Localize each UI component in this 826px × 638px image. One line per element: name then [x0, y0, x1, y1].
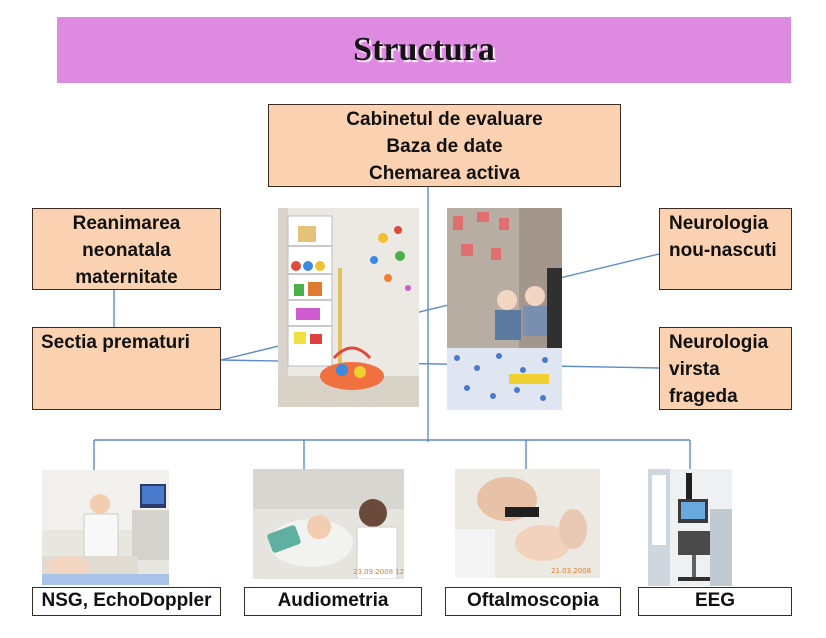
premature-section-box: Sectia prematuri	[32, 327, 221, 410]
database-label: Baza de date	[386, 136, 503, 157]
nsg-echodoppler-box: NSG, EchoDoppler	[32, 587, 221, 616]
oftalmoscopia-box: Oftalmoscopia	[445, 587, 621, 616]
title-banner: Structura	[57, 17, 791, 83]
photo-audiometria: 23.09.2008 12:14	[253, 469, 404, 579]
photo-oftalmoscopia: 21.03.2008	[455, 469, 600, 578]
neonatal-resuscitation-label-2: neonatala	[82, 240, 171, 261]
svg-text:23.09.2008 12:14: 23.09.2008 12:14	[353, 568, 404, 576]
evaluation-cabinet-label: Cabinetul de evaluare	[346, 109, 543, 130]
nsg-echodoppler-label: NSG, EchoDoppler	[41, 590, 212, 611]
page-title: Structura	[353, 31, 495, 68]
neonatal-resuscitation-label-3: maternitate	[75, 267, 178, 288]
eeg-box: EEG	[638, 587, 792, 616]
photo-eeg	[648, 469, 732, 586]
photo-toy-room	[278, 208, 419, 407]
photo-nsg-echodoppler	[42, 470, 169, 585]
early-age-neurology-label-2: virsta	[669, 359, 720, 380]
photo-babies	[447, 208, 562, 410]
oftalmoscopia-label: Oftalmoscopia	[467, 590, 599, 611]
svg-text:21.03.2008: 21.03.2008	[551, 567, 591, 575]
newborn-neurology-label-1: Neurologia	[669, 213, 769, 234]
active-recall-label: Chemarea activa	[368, 163, 521, 184]
newborn-neurology-box: Neurologia nou-nascuti	[659, 208, 792, 290]
evaluation-cabinet-box: Cabinetul de evaluare Baza de date Chema…	[268, 104, 621, 187]
neonatal-resuscitation-box: Reanimarea neonatala maternitate	[32, 208, 221, 290]
early-age-neurology-label-3: frageda	[669, 386, 738, 407]
early-age-neurology-label-1: Neurologia	[669, 332, 769, 353]
neonatal-resuscitation-label-1: Reanimarea	[72, 213, 181, 234]
eeg-label: EEG	[694, 590, 736, 611]
audiometria-label: Audiometria	[277, 590, 389, 611]
newborn-neurology-label-2: nou-nascuti	[669, 240, 777, 261]
premature-section-label: Sectia prematuri	[41, 332, 190, 353]
early-age-neurology-box: Neurologia virsta frageda	[659, 327, 792, 410]
audiometria-box: Audiometria	[244, 587, 422, 616]
